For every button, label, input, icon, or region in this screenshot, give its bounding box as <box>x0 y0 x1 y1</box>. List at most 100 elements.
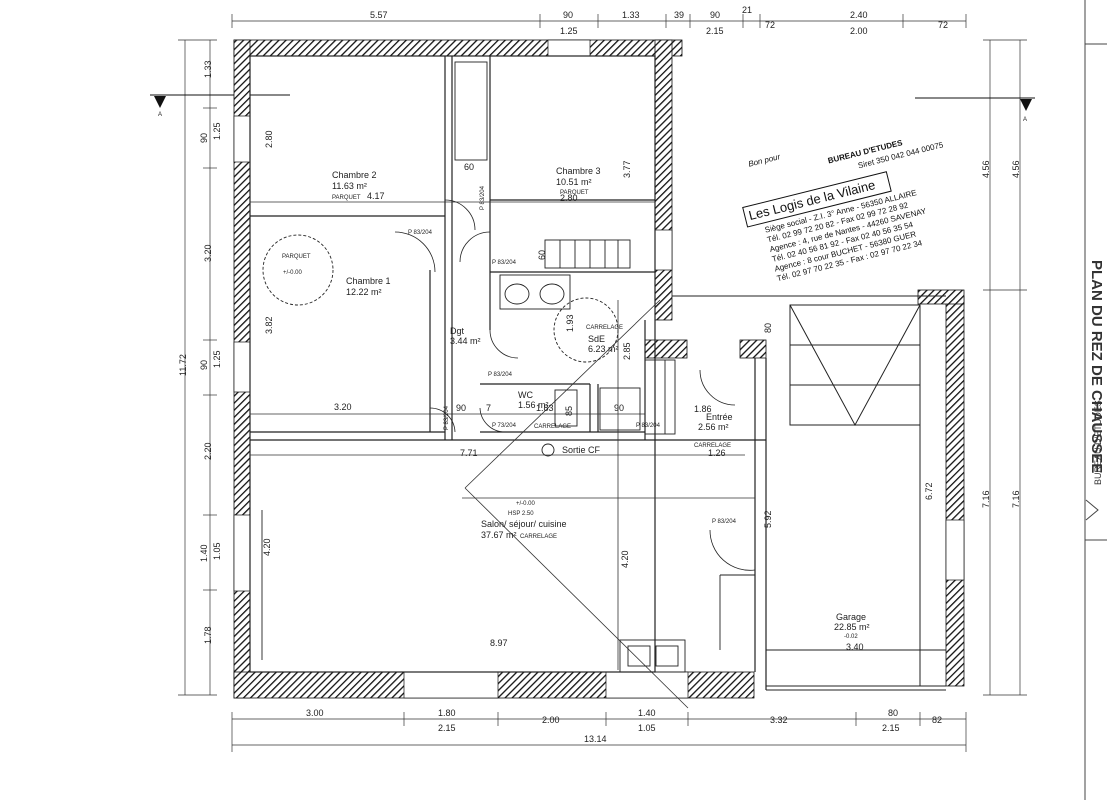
room-height: 3.82 <box>264 316 274 334</box>
section-mark-left: A <box>150 94 290 118</box>
room-name: Entrée <box>706 412 733 422</box>
room-area: 10.51 m² <box>556 177 592 187</box>
section-label-right: A <box>1023 117 1027 123</box>
room-width: 1.83 <box>536 403 554 413</box>
top-dimensions: 5.57 90 1.25 1.33 39 90 2.15 21 72 2.40 … <box>370 5 948 36</box>
dim-60-a: 60 <box>464 162 474 172</box>
room-floor: CARRELAGE <box>534 424 571 430</box>
dim-bottom-d: 2.00 <box>542 715 560 725</box>
plan-department: BUREAU D'ETUDES <box>1093 400 1103 485</box>
garage-outline <box>672 295 946 691</box>
dim-90-b: 90 <box>614 403 624 413</box>
door-label: P 73/204 <box>492 423 517 429</box>
room-width: 3.20 <box>334 402 352 412</box>
dim-left-c: 1.25 <box>212 122 222 140</box>
dim-top-a: 5.57 <box>370 10 388 20</box>
left-dimensions: 1.33 90 1.25 3.20 11.72 90 1.25 2.20 1.4… <box>178 60 222 644</box>
room-level: +/-0.00 <box>516 501 536 507</box>
door-label: P 83/204 <box>492 260 517 266</box>
room-area: 3.44 m² <box>450 336 481 346</box>
dim-left-h: 2.20 <box>203 442 213 460</box>
misc-labels: Sortie CF 60 60 90 7 90 80 <box>456 162 773 455</box>
dim-right-b: 4.56 <box>1011 160 1021 178</box>
dim-left-g: 1.25 <box>212 350 222 368</box>
door-swings <box>394 199 756 571</box>
stamp-handwritten-note: Bon pour <box>747 152 781 169</box>
room-width: 1.93 <box>565 314 575 332</box>
room-name: Chambre 1 <box>346 276 391 286</box>
room-width: 3.40 <box>846 642 864 652</box>
room-chambre-1: PARQUET +/-0.00 Chambre 1 12.22 m² 3.20 … <box>264 254 391 412</box>
dim-top-e: 39 <box>674 10 684 20</box>
room-height: 2.80 <box>264 130 274 148</box>
dim-top-l: 72 <box>938 20 948 30</box>
room-height: 3.77 <box>622 160 632 178</box>
dim-bottom-c: 2.15 <box>438 723 456 733</box>
room-level: -0.02 <box>844 634 858 640</box>
title-block: PLAN DU REZ DE CHAUSSEE BUREAU D'ETUDES <box>1084 0 1107 800</box>
room-floor: CARRELAGE <box>694 443 731 449</box>
room-height: 85 <box>564 406 574 416</box>
dim-left-e: 11.72 <box>178 354 188 376</box>
plan-title: PLAN DU REZ DE CHAUSSEE <box>1088 260 1105 473</box>
dim-left-d: 3.20 <box>203 244 213 262</box>
room-height: 2.85 <box>622 342 632 360</box>
fixtures <box>261 61 755 673</box>
room-floor: PARQUET <box>560 190 589 196</box>
bottom-dimensions: 3.00 1.80 2.15 2.00 1.40 1.05 3.32 80 2.… <box>306 708 942 744</box>
room-area: 1.56 m² <box>518 400 549 410</box>
room-area: 37.67 m² <box>481 530 517 540</box>
dim-left-j: 1.05 <box>212 542 222 560</box>
right-dimensions: 4.56 4.56 7.16 7.16 <box>981 160 1021 508</box>
dim-top-g: 2.15 <box>706 26 724 36</box>
dimension-lines <box>178 14 1027 752</box>
dim-80: 80 <box>763 323 773 333</box>
dim-left-f: 90 <box>199 360 209 370</box>
dim-left-i: 1.40 <box>199 544 209 562</box>
dim-left-k: 1.78 <box>203 626 213 644</box>
room-area: 6.23 m² <box>588 344 619 354</box>
room-name: Chambre 3 <box>556 166 601 176</box>
dim-bottom-j: 82 <box>932 715 942 725</box>
dim-bottom-i: 2.15 <box>882 723 900 733</box>
room-level: +/-0.00 <box>283 270 303 276</box>
room-name: Salon/ séjour/ cuisine <box>481 519 567 529</box>
door-label: P 83/204 <box>408 230 433 236</box>
room-area: 11.63 m² <box>332 181 367 191</box>
dim-7: 7 <box>486 403 491 413</box>
room-depth: 5.92 <box>763 510 773 528</box>
dim-90-a: 90 <box>456 403 466 413</box>
room-floor: CARRELAGE <box>586 325 623 331</box>
sortie-label: Sortie CF <box>562 445 601 455</box>
room-garage: Garage 22.85 m² -0.02 3.40 6.72 5.92 <box>763 482 934 652</box>
dim-top-j: 2.40 <box>850 10 868 20</box>
room-salon: +/-0.00 HSP 2.50 Salon/ séjour/ cuisine … <box>262 448 630 648</box>
room-name: SdE <box>588 334 605 344</box>
room-floor: CARRELAGE <box>520 534 557 540</box>
dim-right-a: 4.56 <box>981 160 991 178</box>
room-name: Garage <box>836 612 866 622</box>
dim-bottom-b: 1.80 <box>438 708 456 718</box>
room-chambre-2: Chambre 2 11.63 m² PARQUET 4.17 2.80 <box>264 130 385 201</box>
room-area: 2.56 m² <box>698 422 729 432</box>
door-label: P 83/204 <box>636 423 661 429</box>
room-chambre-3: Chambre 3 10.51 m² PARQUET 2.80 3.77 <box>556 160 632 203</box>
dim-bottom-a: 3.00 <box>306 708 324 718</box>
room-width: 4.17 <box>367 191 385 201</box>
room-width: 2.80 <box>560 193 578 203</box>
dim-top-b: 90 <box>563 10 573 20</box>
room-wc: WC 1.56 m² CARRELAGE 1.83 85 <box>518 390 574 430</box>
room-name: Dgt <box>450 326 465 336</box>
exterior-walls <box>233 39 965 699</box>
company-stamp: Bon pour Les Logis de la Vilaine BUREAU … <box>742 138 945 283</box>
dim-60-b: 60 <box>537 250 547 260</box>
dim-bottom-h: 80 <box>888 708 898 718</box>
dim-top-f: 90 <box>710 10 720 20</box>
room-name: WC <box>518 390 533 400</box>
dim-right-c: 7.16 <box>981 490 991 508</box>
dim-top-c: 1.25 <box>560 26 578 36</box>
room-width: 1.86 <box>694 404 712 414</box>
section-label-left: A <box>158 112 162 118</box>
dim-top-h: 21 <box>742 5 752 15</box>
dim-left-b: 90 <box>199 133 209 143</box>
